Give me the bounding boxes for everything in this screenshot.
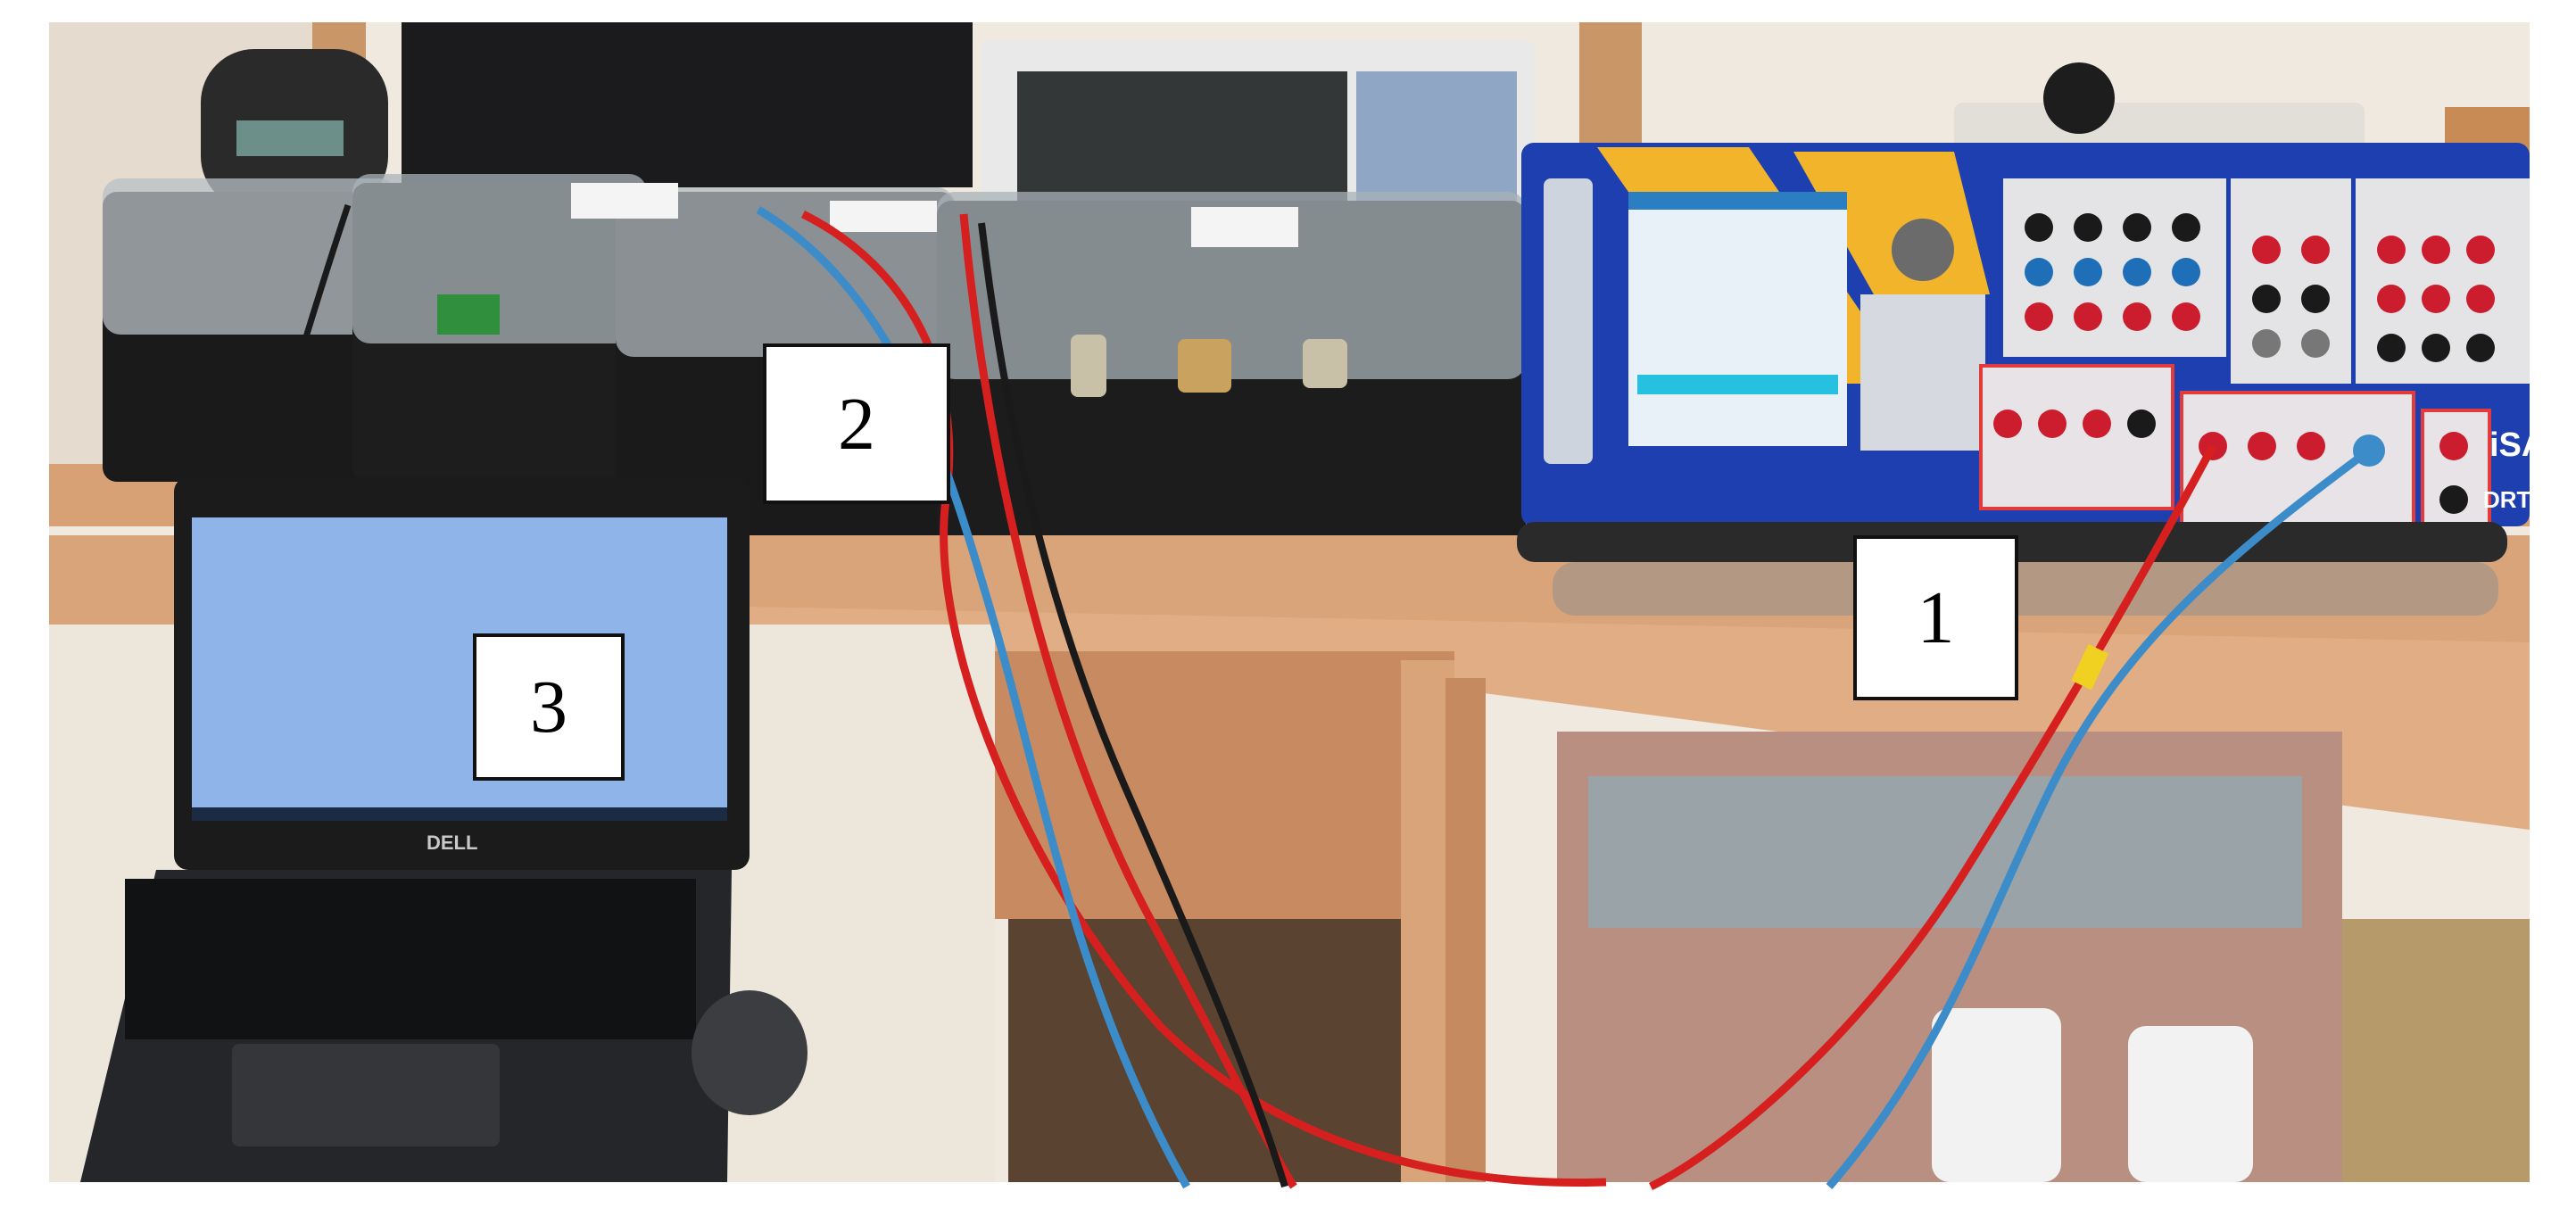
- terminal-block-white-2: [2128, 1026, 2253, 1182]
- cable-red-3: [1648, 443, 2216, 1191]
- instrument-keypad: [1860, 294, 1985, 451]
- callout-label-3: 3: [473, 633, 625, 781]
- enclosure-1-lid: [103, 178, 397, 335]
- laptop-touchpad: [232, 1044, 500, 1146]
- label-printer-window: [236, 120, 344, 156]
- callout-label-1: 1: [1853, 535, 2018, 700]
- current-outputs-panel: [1979, 364, 2174, 510]
- capacitor-1: [1071, 335, 1106, 397]
- banana-sockets: [1993, 213, 2495, 514]
- instrument-display-header: [1628, 192, 1847, 210]
- enclosure-4-lid: [937, 192, 1526, 379]
- instrument-display-highlight: [1637, 375, 1838, 394]
- instrument-display: [1628, 192, 1847, 446]
- instrument-model-label: DRTS: [2483, 486, 2547, 513]
- cable-blue-2: [1826, 447, 2372, 1189]
- instrument-handle-bar: [1553, 562, 2498, 616]
- lid-label-2: [830, 201, 937, 232]
- monitor-back: [402, 22, 973, 187]
- cable-blue-1: [756, 206, 1190, 1189]
- computer-mouse: [692, 990, 808, 1115]
- cable-black-laptop: [264, 203, 352, 466]
- laptop-screen: [192, 517, 727, 821]
- capacitor-3: [1303, 339, 1347, 388]
- boxes-bottom-right: [2342, 919, 2530, 1182]
- lid-label-3: [1191, 207, 1298, 247]
- voltage-outputs-panel: [2180, 391, 2415, 537]
- measure-panel: [2231, 178, 2351, 384]
- cable-black-1: [978, 222, 1288, 1188]
- laptop-taskbar: [192, 807, 727, 821]
- power-strip-knob: [2043, 62, 2115, 134]
- oscilloscope-screen: [1017, 71, 1347, 201]
- lid-label-1: [571, 183, 678, 219]
- cable-yellow-marker: [2071, 643, 2109, 691]
- laptop-brand-label: DELL: [427, 832, 478, 854]
- green-terminal-block: [437, 294, 500, 335]
- instrument-knob: [1892, 219, 1954, 281]
- desk-leg-right: [1445, 678, 1486, 1182]
- oscilloscope-keypad: [1356, 71, 1517, 205]
- cable-red-2: [959, 213, 1297, 1189]
- callout-label-2: 2: [763, 343, 950, 504]
- capacitor-2: [1178, 339, 1231, 393]
- laptop-keyboard: [125, 879, 696, 1039]
- instrument-side-buttons: [1544, 178, 1593, 464]
- terminal-block-white-1: [1932, 1008, 2061, 1182]
- instrument-brand-label: iSA: [2489, 426, 2547, 464]
